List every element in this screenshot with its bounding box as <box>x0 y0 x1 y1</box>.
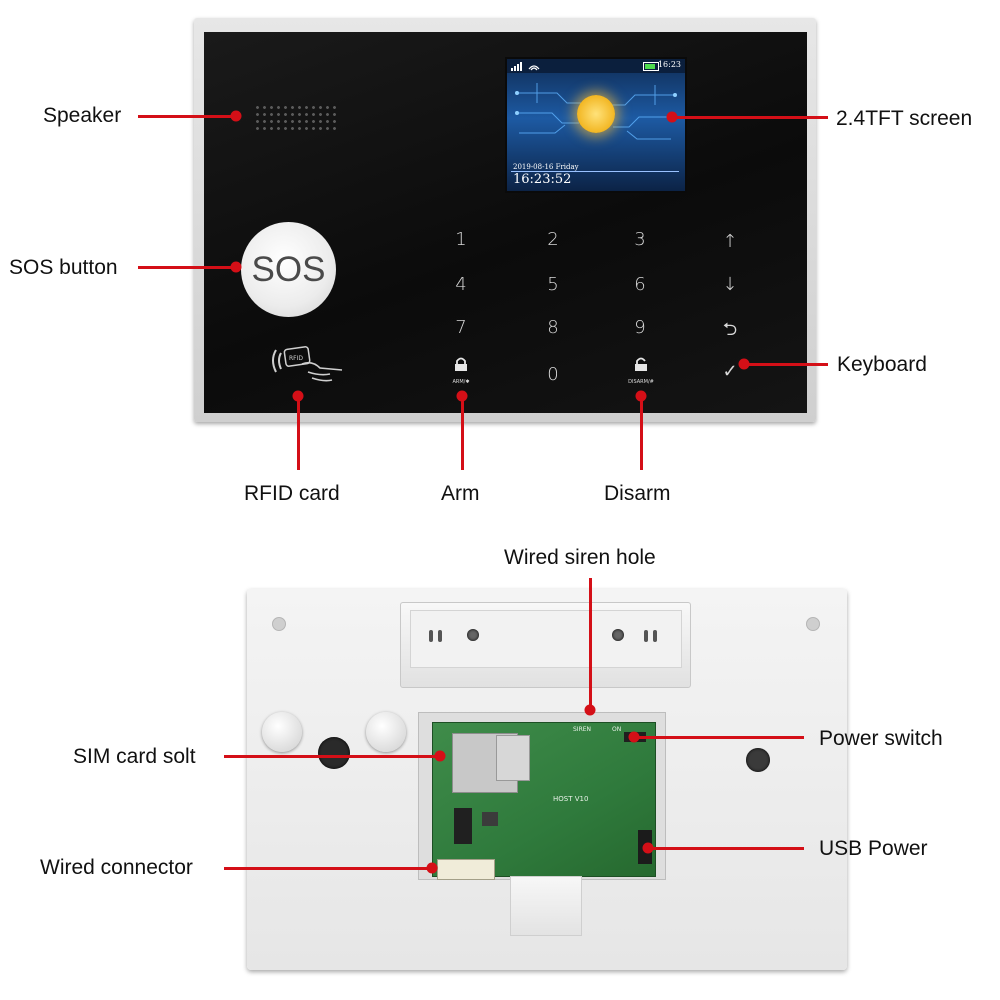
sos-button[interactable]: SOS <box>241 222 336 317</box>
siren-hole-leader-dot <box>584 704 596 716</box>
lock-closed-icon <box>455 357 467 371</box>
case-post <box>366 712 406 752</box>
case-post <box>262 712 302 752</box>
wired-connector-label: Wired connector <box>40 856 193 879</box>
speaker-leader-line <box>138 115 236 118</box>
power-switch-label: Power switch <box>819 727 943 750</box>
rfid-chip-text: RFID <box>289 355 303 362</box>
lock-icon <box>577 95 615 133</box>
key-5[interactable]: 5 <box>547 274 559 295</box>
sos-label-callout: SOS button <box>9 256 118 279</box>
key-4[interactable]: 4 <box>455 274 467 295</box>
screen-label: 2.4TFT screen <box>836 107 973 130</box>
screen-date: 2019-08-16 Friday <box>513 163 579 171</box>
key-2[interactable]: 2 <box>547 229 559 250</box>
key-up[interactable]: ↑ <box>722 231 738 252</box>
arm-label: Arm <box>441 482 480 505</box>
bracket-slot <box>644 630 648 642</box>
keyboard-leader-dot <box>738 358 750 370</box>
rfid-leader-dot <box>292 390 304 402</box>
screen-divider <box>511 171 679 172</box>
bracket-hole <box>612 629 624 641</box>
arm-key-label: ARM/✱ <box>452 379 470 385</box>
wired-connector-leader-dot <box>426 862 438 874</box>
pcb-label: HOST V10 <box>553 795 589 803</box>
wired-connector-leader-line <box>224 867 432 870</box>
siren-hole-leader-line <box>589 578 592 710</box>
usb-power-label: USB Power <box>819 837 928 860</box>
sos-leader-line <box>138 266 236 269</box>
key-3[interactable]: 3 <box>634 229 646 250</box>
key-7[interactable]: 7 <box>455 317 467 338</box>
signal-wifi-icon <box>511 62 540 71</box>
power-switch-leader-line <box>634 736 804 739</box>
sim-slot-label: SIM card solt <box>73 745 196 768</box>
speaker-leader-dot <box>230 110 242 122</box>
key-confirm[interactable]: ✓ <box>722 361 738 382</box>
bracket-hole <box>467 629 479 641</box>
sim-slot-leader-dot <box>434 750 446 762</box>
bracket-slot <box>429 630 433 642</box>
battery-icon <box>643 62 659 71</box>
arm-key[interactable] <box>452 357 470 383</box>
disarm-leader-line <box>640 396 643 470</box>
bracket-inner <box>410 610 682 668</box>
disarm-key[interactable] <box>632 357 650 383</box>
sos-label: SOS <box>251 249 326 289</box>
screen-leader-dot <box>666 111 678 123</box>
rfid-label: RFID card <box>244 482 340 505</box>
key-6[interactable]: 6 <box>634 274 646 295</box>
disarm-label: Disarm <box>604 482 671 505</box>
mounting-hole <box>746 748 770 772</box>
case-tab <box>510 876 582 936</box>
sim-slot-leader-line <box>224 755 440 758</box>
arm-leader-line <box>461 396 464 470</box>
pcb-chip <box>482 812 498 826</box>
bracket-slot <box>653 630 657 642</box>
disarm-key-label: DISARM/# <box>628 379 654 385</box>
keyboard-label: Keyboard <box>837 353 927 376</box>
key-0[interactable]: 0 <box>547 364 559 385</box>
tft-screen: 16:23 2019-08-16 Friday 16:23:52 <box>505 57 687 193</box>
pcb-siren-text: SIREN <box>573 726 592 733</box>
usb-power-leader-line <box>648 847 804 850</box>
pin-header <box>454 808 472 844</box>
key-1[interactable]: 1 <box>455 229 467 250</box>
speaker-label: Speaker <box>43 104 122 127</box>
cable-hole <box>318 737 350 769</box>
sos-leader-dot <box>230 261 242 273</box>
rfid-icon: RFID <box>272 346 343 382</box>
arm-leader-dot <box>456 390 468 402</box>
rfid-leader-line <box>297 396 300 470</box>
wired-connector[interactable] <box>437 859 495 880</box>
siren-hole-label: Wired siren hole <box>504 546 656 569</box>
sim-card <box>496 735 530 781</box>
pcb-on-text: ON <box>612 726 622 733</box>
bracket-slot <box>438 630 442 642</box>
disarm-leader-dot <box>635 390 647 402</box>
keyboard-leader-line <box>744 363 828 366</box>
case-screw-tl <box>272 617 286 631</box>
screen-status-bar <box>507 59 685 73</box>
lock-open-icon <box>635 357 647 371</box>
case-screw-tr <box>806 617 820 631</box>
speaker-grille <box>254 104 338 134</box>
key-down[interactable]: ↓ <box>722 274 738 295</box>
key-9[interactable]: 9 <box>634 317 646 338</box>
screen-clock: 16:23:52 <box>513 172 572 187</box>
key-8[interactable]: 8 <box>547 317 559 338</box>
key-back[interactable]: ⮌ <box>722 319 738 340</box>
screen-leader-line <box>672 116 828 119</box>
screen-status-time: 16:23 <box>657 60 681 69</box>
